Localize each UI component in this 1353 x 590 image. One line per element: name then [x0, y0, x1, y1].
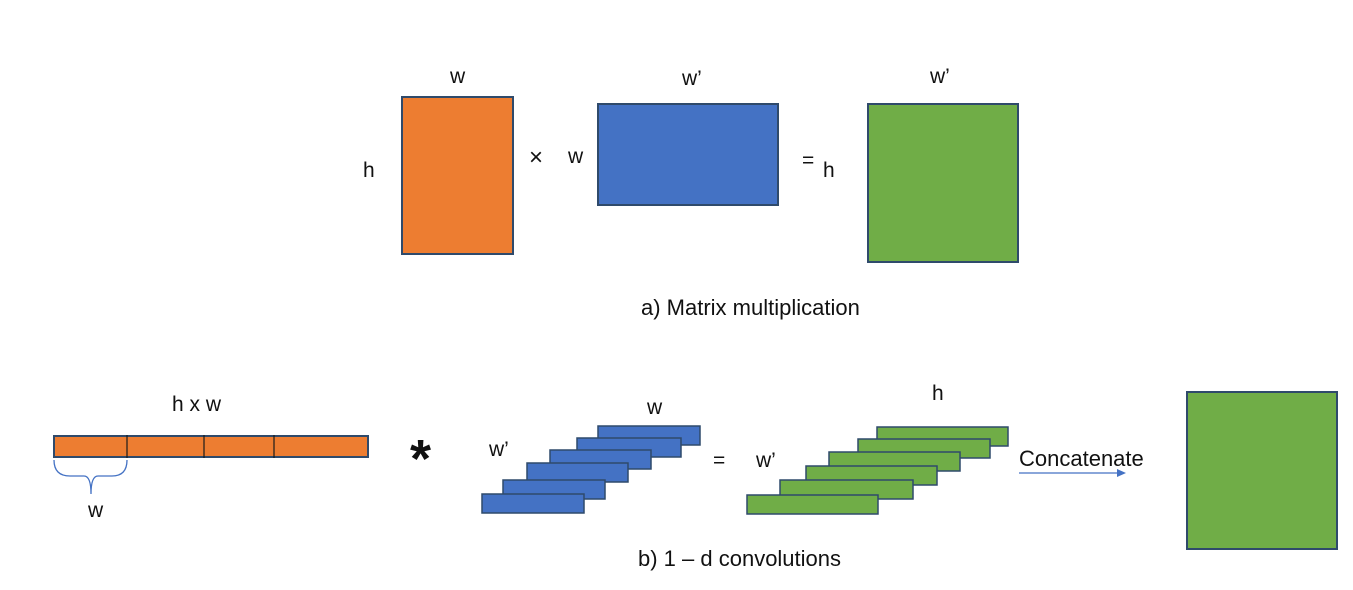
blue-stack-depth-label: w’: [489, 438, 509, 461]
strip-size-label: h x w: [172, 393, 222, 416]
segment-brace: [53, 459, 128, 495]
times-operator: ×: [529, 144, 544, 171]
orange-matrix-width-label: w: [450, 65, 466, 88]
blue-matrix: [597, 103, 779, 206]
concatenate-arrow-head: [1117, 469, 1126, 477]
green-matrix-width-label: w’: [930, 65, 950, 88]
segment-width-label: w: [88, 499, 104, 522]
convolution-operator: *: [410, 429, 432, 489]
green-result-matrix: [867, 103, 1019, 263]
green-matrix-height-label: h: [823, 159, 835, 182]
blue-matrix-height-label: w: [568, 145, 584, 168]
blue-matrix-width-label: w’: [682, 67, 702, 90]
orange-matrix-height-label: h: [363, 159, 375, 182]
blue-filter-slice: [481, 493, 585, 514]
caption-1d-convolutions: b) 1 – d convolutions: [638, 546, 842, 571]
blue-filter-slice: [526, 462, 629, 483]
orange-matrix: [401, 96, 514, 255]
flattened-input-strip: [53, 435, 369, 458]
green-stack-height-label: h: [932, 382, 944, 405]
concatenate-label: Concatenate: [1019, 446, 1144, 471]
caption-matrix-multiplication: a) Matrix multiplication: [641, 295, 860, 320]
blue-stack-width-label: w: [647, 396, 663, 419]
green-output-slice: [746, 494, 879, 515]
green-concatenated-matrix: [1186, 391, 1338, 550]
equals-operator-b: =: [713, 449, 726, 472]
equals-operator-a: =: [802, 149, 815, 172]
green-stack-depth-label: w’: [756, 449, 776, 472]
